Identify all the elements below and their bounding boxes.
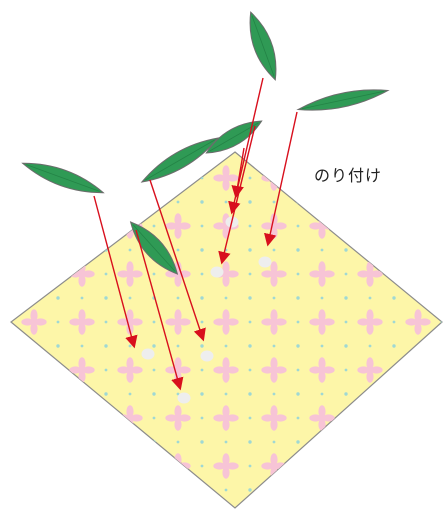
paper-pattern — [11, 152, 442, 508]
placement-arrows — [93, 77, 298, 391]
leaf-4 — [140, 137, 220, 183]
arrow-7 — [231, 147, 245, 199]
arrow-2 — [264, 111, 298, 247]
glue-points — [141, 216, 272, 404]
arrow-5 — [149, 179, 206, 342]
glue-point-5 — [258, 256, 272, 268]
leaf-3 — [205, 120, 263, 154]
gluing-label: のり付け — [314, 166, 383, 185]
glue-point-1 — [141, 348, 155, 360]
leaf-2 — [296, 89, 390, 111]
leaf-1 — [249, 11, 277, 81]
glue-point-4 — [210, 266, 224, 278]
arrow-4 — [93, 195, 138, 349]
glue-point-2 — [200, 350, 214, 362]
leaves — [21, 11, 390, 275]
arrow-6 — [135, 229, 184, 391]
leaf-5 — [21, 162, 105, 194]
glue-point-3 — [177, 392, 191, 404]
